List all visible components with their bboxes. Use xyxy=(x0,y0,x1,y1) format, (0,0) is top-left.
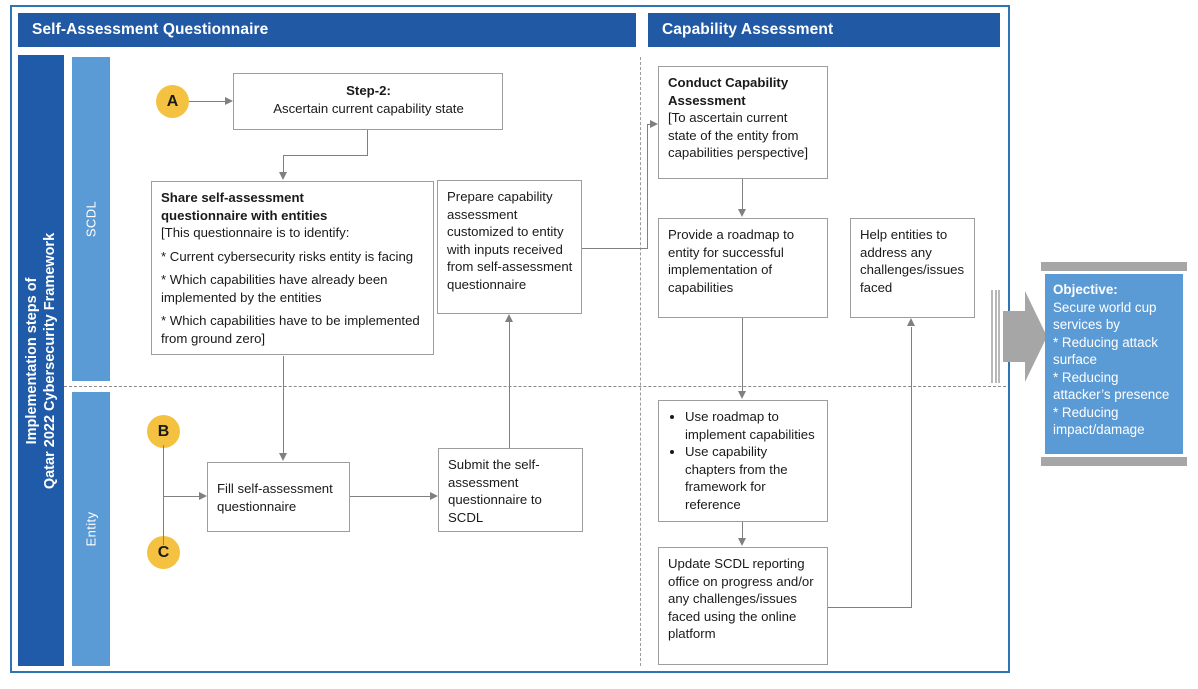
process-box-roadmap-body: Provide a roadmap to entity for successf… xyxy=(668,227,795,295)
connector-a-to-step2 xyxy=(189,101,225,103)
connector-bc-to-fill xyxy=(163,496,199,498)
connector-step2-down xyxy=(367,130,369,156)
process-box-fill-questionnaire[interactable]: Fill self-assessment questionnaire xyxy=(207,462,350,532)
connector-useroadmap-to-update xyxy=(742,522,744,539)
connector-marker-a[interactable]: A xyxy=(156,85,189,118)
phase-divider-dashed xyxy=(640,57,641,666)
process-box-prepare-capability-assessment[interactable]: Prepare capability assessment customized… xyxy=(437,180,582,314)
arrowhead-submit-to-prepare xyxy=(505,314,513,322)
side-banner-title: Implementation steps of Qatar 2022 Cyber… xyxy=(18,55,64,666)
connector-submit-to-prepare xyxy=(509,322,511,449)
lane-divider-dashed xyxy=(64,386,1006,387)
big-right-arrow-icon xyxy=(990,289,1048,384)
objective-body: Objective: Secure world cup services by … xyxy=(1045,274,1183,454)
lane-label-entity: Entity xyxy=(83,511,99,547)
process-box-prepare-body: Prepare capability assessment customized… xyxy=(447,189,573,292)
phase-header-label: Self-Assessment Questionnaire xyxy=(32,21,269,38)
objective-bottom-bar xyxy=(1041,457,1187,466)
connector-roadmap-to-useroadmap xyxy=(742,318,744,392)
arrowhead-fill-to-submit xyxy=(430,492,438,500)
connector-prepare-up xyxy=(647,124,649,249)
objective-panel: Objective: Secure world cup services by … xyxy=(1041,262,1187,466)
connector-update-right xyxy=(828,607,912,609)
side-banner-line1: Implementation steps of xyxy=(24,277,40,444)
arrowhead-share-to-fill xyxy=(279,453,287,461)
process-box-use-roadmap-list: Use roadmap to implement capabilities Us… xyxy=(663,408,819,513)
objective-line1: Secure world cup services by xyxy=(1053,299,1157,333)
connector-bc-vertical xyxy=(163,445,165,545)
arrowhead-a-to-step2 xyxy=(225,97,233,105)
process-box-conduct-title-line2: Assessment xyxy=(668,92,746,108)
process-box-share-title-line1: Share self-assessment xyxy=(161,190,304,205)
objective-line4: * Reducing impact/damage xyxy=(1053,404,1145,438)
arrowhead-step2-to-share xyxy=(279,172,287,180)
connector-conduct-to-roadmap xyxy=(742,179,744,210)
process-box-fill-body: Fill self-assessment questionnaire xyxy=(217,481,333,514)
arrowhead-bc-to-fill xyxy=(199,492,207,500)
lane-label-scdl: SCDL xyxy=(83,200,99,238)
process-box-provide-roadmap[interactable]: Provide a roadmap to entity for successf… xyxy=(658,218,828,318)
phase-header-label: Capability Assessment xyxy=(662,21,834,38)
arrowhead-conduct-to-roadmap xyxy=(738,209,746,217)
lane-entity: Entity xyxy=(72,392,110,666)
process-box-conduct-capability-assessment[interactable]: Conduct Capability Assessment [To ascert… xyxy=(658,66,828,179)
process-box-share-p1: [This questionnaire is to identify: xyxy=(161,225,350,240)
list-item: Use roadmap to implement capabilities xyxy=(685,408,819,443)
process-box-share-p3: * Which capabilities have already been i… xyxy=(161,272,388,305)
connector-marker-c-label: C xyxy=(157,543,170,561)
process-box-conduct-body: [To ascertain current state of the entit… xyxy=(668,110,809,160)
arrowhead-useroadmap-to-update xyxy=(738,538,746,546)
connector-step2-to-share xyxy=(283,155,285,173)
process-box-step2-title: Step-2: xyxy=(346,83,391,98)
phase-header-self-assessment-questionnaire: Self-Assessment Questionnaire xyxy=(18,13,636,47)
process-box-submit-questionnaire[interactable]: Submit the self-assessment questionnaire… xyxy=(438,448,583,532)
arrowhead-prepare-to-conduct xyxy=(650,120,658,128)
connector-prepare-right xyxy=(582,248,648,250)
connector-marker-a-label: A xyxy=(166,92,179,110)
process-box-share-title-line2: questionnaire with entities xyxy=(161,207,328,223)
connector-marker-b[interactable]: B xyxy=(147,415,180,448)
process-box-share-p2: * Current cybersecurity risks entity is … xyxy=(161,248,414,264)
process-box-update-body: Update SCDL reporting office on progress… xyxy=(668,556,814,641)
process-box-step2[interactable]: Step-2: Ascertain current capability sta… xyxy=(233,73,503,130)
list-item: Use capability chapters from the framewo… xyxy=(685,443,819,513)
connector-step2-left xyxy=(283,155,368,157)
objective-title: Objective: xyxy=(1053,282,1118,297)
connector-prepare-to-conduct xyxy=(647,124,650,126)
process-box-step2-body: Ascertain current capability state xyxy=(273,100,464,116)
process-box-use-roadmap[interactable]: Use roadmap to implement capabilities Us… xyxy=(658,400,828,522)
connector-update-up xyxy=(911,327,913,608)
process-box-update-scdl[interactable]: Update SCDL reporting office on progress… xyxy=(658,547,828,665)
connector-share-to-fill xyxy=(283,356,285,454)
objective-top-bar xyxy=(1041,262,1187,271)
process-box-share-questionnaire[interactable]: Share self-assessment questionnaire with… xyxy=(151,181,434,355)
arrowhead-roadmap-to-useroadmap xyxy=(738,391,746,399)
process-box-share-p4: * Which capabilities have to be implemen… xyxy=(161,313,420,346)
process-box-help-body: Help entities to address any challenges/… xyxy=(860,227,965,295)
process-box-conduct-title-line1: Conduct Capability xyxy=(668,75,789,90)
arrowhead-update-to-help xyxy=(907,318,915,326)
connector-marker-b-label: B xyxy=(157,422,170,440)
connector-fill-to-submit xyxy=(350,496,430,498)
process-box-help-entities[interactable]: Help entities to address any challenges/… xyxy=(850,218,975,318)
lane-scdl: SCDL xyxy=(72,57,110,381)
objective-line3: * Reducing attacker’s presence xyxy=(1053,369,1170,403)
phase-header-capability-assessment: Capability Assessment xyxy=(648,13,1000,47)
process-box-submit-body: Submit the self-assessment questionnaire… xyxy=(448,457,542,525)
side-banner-line2: Qatar 2022 Cybersecurity Framework xyxy=(42,232,58,489)
objective-line2: * Reducing attack surface xyxy=(1053,334,1158,368)
